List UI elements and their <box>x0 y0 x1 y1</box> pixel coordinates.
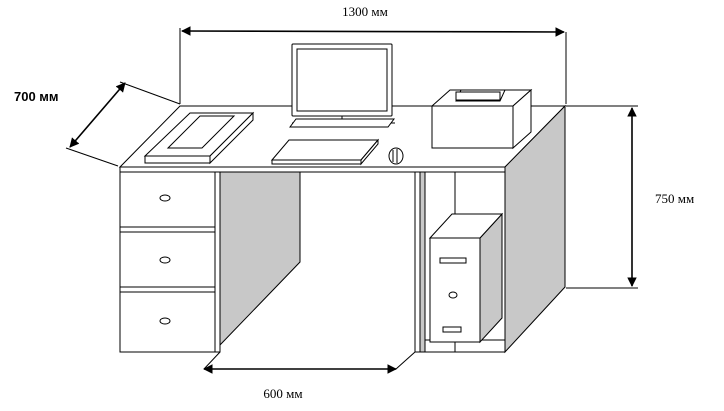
pc-tower-icon <box>428 212 504 344</box>
legroom-label: 600 мм <box>263 386 302 401</box>
keyboard-icon <box>270 138 380 166</box>
printer-icon <box>430 88 533 150</box>
monitor-icon <box>289 43 395 128</box>
mouse-icon <box>388 147 404 165</box>
right-divider-front <box>414 171 421 353</box>
legroom-dimension: 600 мм <box>203 351 416 401</box>
right-side-panel <box>504 104 566 354</box>
left-pedestal-edge <box>214 171 221 353</box>
drawer-1-handle <box>159 194 171 202</box>
depth-label: 700 мм <box>14 89 59 104</box>
width-label: 1300 мм <box>342 4 388 19</box>
left-pedestal-side <box>219 171 301 347</box>
height-dimension: 750 мм <box>566 105 694 289</box>
drawer-3-handle <box>159 317 171 325</box>
drawer-2-handle <box>159 256 171 264</box>
height-label: 750 мм <box>655 191 694 206</box>
depth-dimension: 700 мм <box>14 81 181 167</box>
right-divider-side <box>419 171 426 353</box>
document-tray-icon <box>143 111 255 165</box>
desk-top-edge <box>119 166 506 173</box>
width-dimension: 1300 мм <box>179 4 567 104</box>
